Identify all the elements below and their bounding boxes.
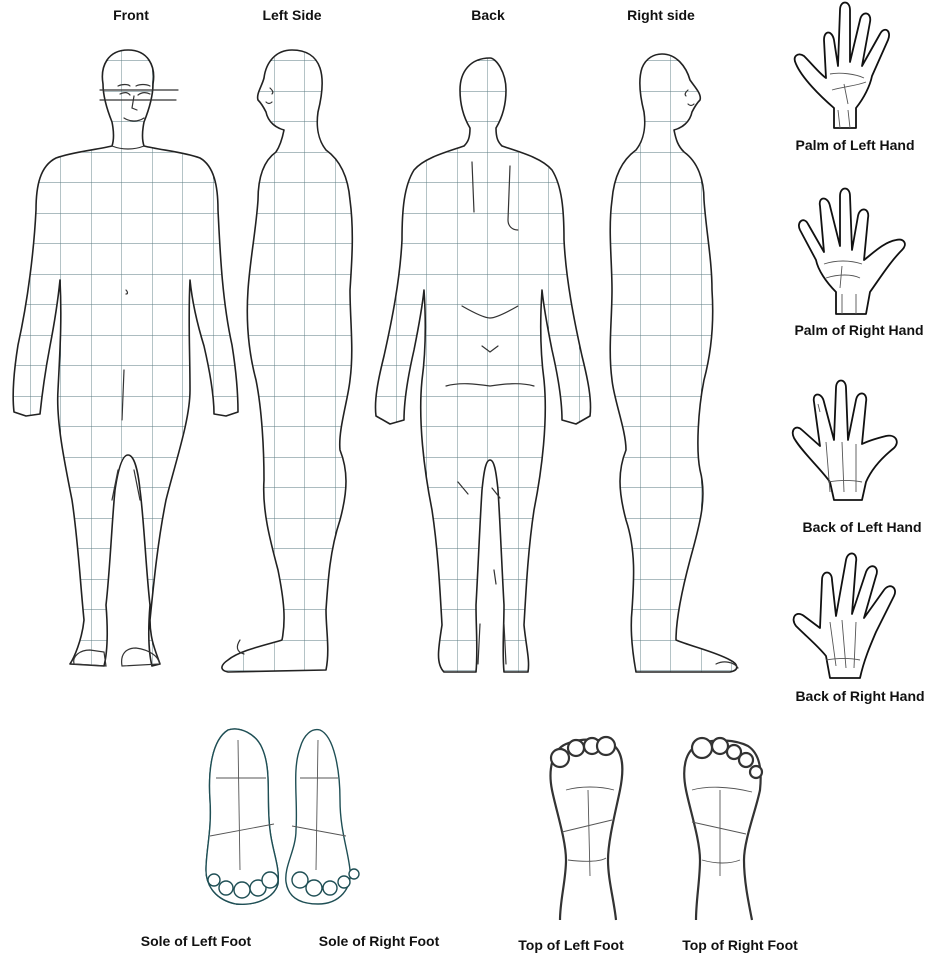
top-right-foot-figure	[684, 738, 762, 920]
palm-left-hand-figure	[795, 3, 889, 129]
sole-right-foot-figure	[286, 730, 359, 904]
left-side-body-figure	[222, 50, 352, 672]
right-side-body-figure	[610, 54, 738, 672]
back-body-figure	[375, 58, 590, 672]
top-left-foot-figure	[551, 737, 623, 920]
front-body-figure	[13, 50, 238, 666]
sole-left-foot-figure	[206, 729, 278, 904]
back-right-hand-figure	[794, 553, 896, 678]
palm-right-hand-figure	[799, 189, 905, 315]
back-left-hand-figure	[793, 381, 897, 501]
